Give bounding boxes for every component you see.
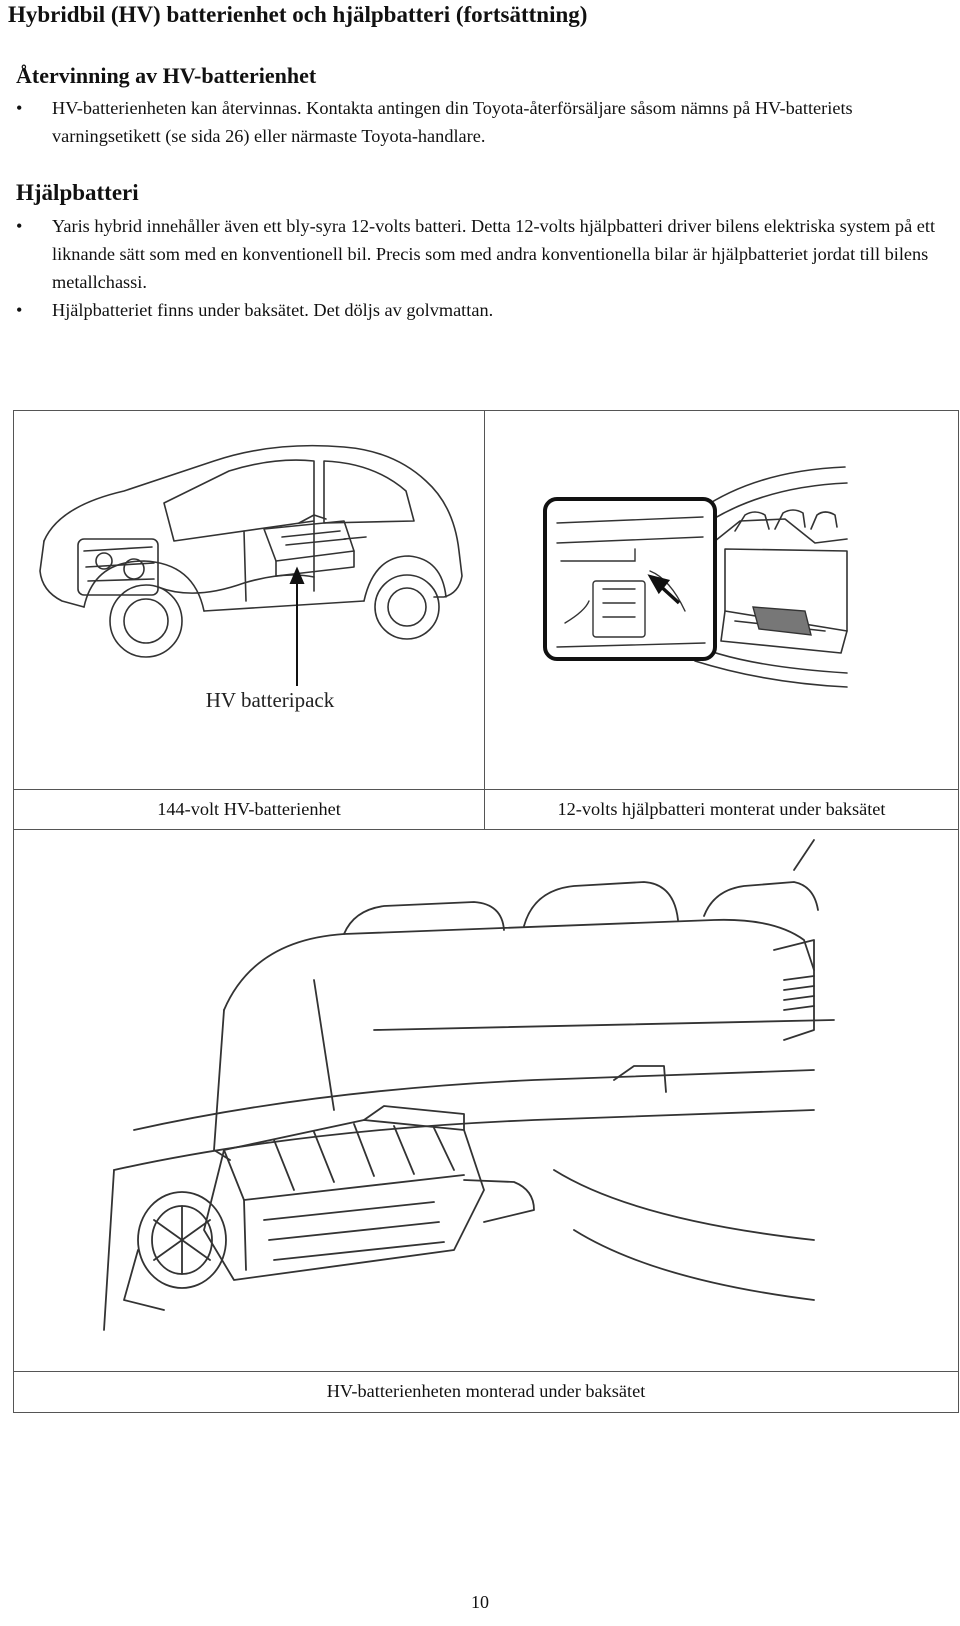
bullet-icon: • [16, 300, 23, 320]
list-item: • Yaris hybrid innehåller även ett bly-s… [16, 212, 951, 296]
figure-bottom: HV-batterienheten monterad under baksäte… [13, 830, 959, 1413]
list-item: • Hjälpbatteriet finns under baksätet. D… [16, 296, 951, 324]
aux-battery-heading: Hjälpbatteri [16, 180, 139, 205]
bullet-icon: • [16, 98, 23, 118]
list-item-text: HV-batterienheten kan återvinnas. Kontak… [52, 98, 853, 146]
figure-top: HV batteripack [13, 410, 959, 830]
caption-aux-battery: 12-volts hjälpbatteri monterat under bak… [557, 799, 886, 819]
recycling-heading: Återvinning av HV-batterienhet [16, 63, 317, 88]
figure-top-captions: 144-volt HV-batterienhet 12-volts hjälpb… [14, 789, 958, 830]
bullet-icon: • [16, 216, 23, 236]
recycling-list: • HV-batterienheten kan återvinnas. Kont… [16, 94, 951, 150]
list-item-text: Yaris hybrid innehåller även ett bly-syr… [52, 216, 936, 292]
hv-battery-under-seat-illustration [103, 839, 835, 1331]
aux-battery-list: • Yaris hybrid innehåller även ett bly-s… [16, 212, 951, 324]
page-number: 10 [471, 1592, 489, 1612]
aux-battery-illustration [543, 466, 848, 688]
hv-pack-callout: HV batteripack [206, 688, 335, 712]
caption-hv-battery: 144-volt HV-batterienhet [157, 799, 341, 819]
list-item-text: Hjälpbatteriet finns under baksätet. Det… [52, 300, 494, 320]
caption-hv-under-seat: HV-batterienheten monterad under baksäte… [14, 1371, 958, 1412]
list-item: • HV-batterienheten kan återvinnas. Kont… [16, 94, 951, 150]
figure-divider [484, 411, 485, 829]
car-illustration: HV batteripack [39, 444, 463, 712]
page-title: Hybridbil (HV) batterienhet och hjälpbat… [8, 2, 588, 27]
